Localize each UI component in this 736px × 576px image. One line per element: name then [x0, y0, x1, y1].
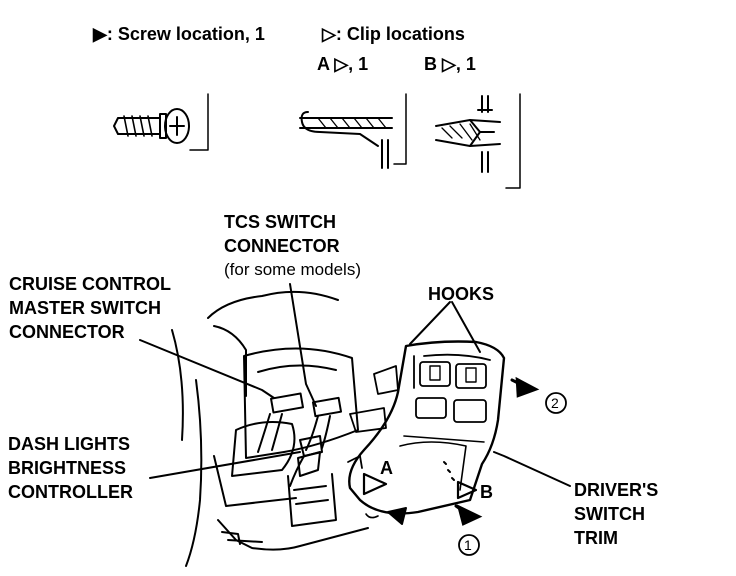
tcs-switch-label-line2: CONNECTOR [224, 236, 340, 256]
screw-location-marker [387, 507, 407, 525]
drivers-trim-label-line3: TRIM [574, 528, 618, 548]
drivers-switch-trim [347, 340, 506, 515]
screw-legend: ▶: Screw location, 1 [93, 24, 265, 44]
step-1-circle [458, 534, 480, 556]
clip-legend: ▷: Clip locations [322, 24, 465, 44]
clip-b-marker-label: B [480, 482, 493, 502]
cruise-label-line3: CONNECTOR [9, 322, 125, 342]
clip-a-marker-label: A [380, 458, 393, 478]
clip-a-illustration [299, 93, 407, 169]
step-2-circle [545, 392, 567, 414]
hooks-label: HOOKS [428, 284, 495, 304]
dash-lights-label-line3: CONTROLLER [8, 482, 133, 502]
cruise-label-line2: MASTER SWITCH [9, 298, 161, 318]
leader-lines [139, 283, 571, 487]
clip-b-legend: B ▷, 1 [424, 54, 476, 74]
connectors [257, 392, 343, 487]
clip-markers [362, 461, 478, 500]
dashboard-structure [171, 290, 369, 567]
clip-b-illustration [435, 93, 521, 189]
screw-illustration [113, 93, 209, 151]
dash-lights-label-line2: BRIGHTNESS [8, 458, 127, 478]
tcs-switch-label-line1: TCS SWITCH [224, 212, 336, 232]
step-1-number: 1 [464, 537, 472, 553]
clip-a-legend: A ▷, 1 [317, 54, 369, 74]
dash-lights-label-line1: DASH LIGHTS [8, 434, 131, 454]
direction-arrows [454, 376, 540, 526]
tcs-switch-note: (for some models) [224, 260, 361, 279]
cruise-label-line1: CRUISE CONTROL [9, 274, 171, 294]
drivers-trim-label-line2: SWITCH [574, 504, 645, 524]
drivers-trim-label-line1: DRIVER'S [574, 480, 659, 500]
step-2-number: 2 [551, 395, 559, 411]
